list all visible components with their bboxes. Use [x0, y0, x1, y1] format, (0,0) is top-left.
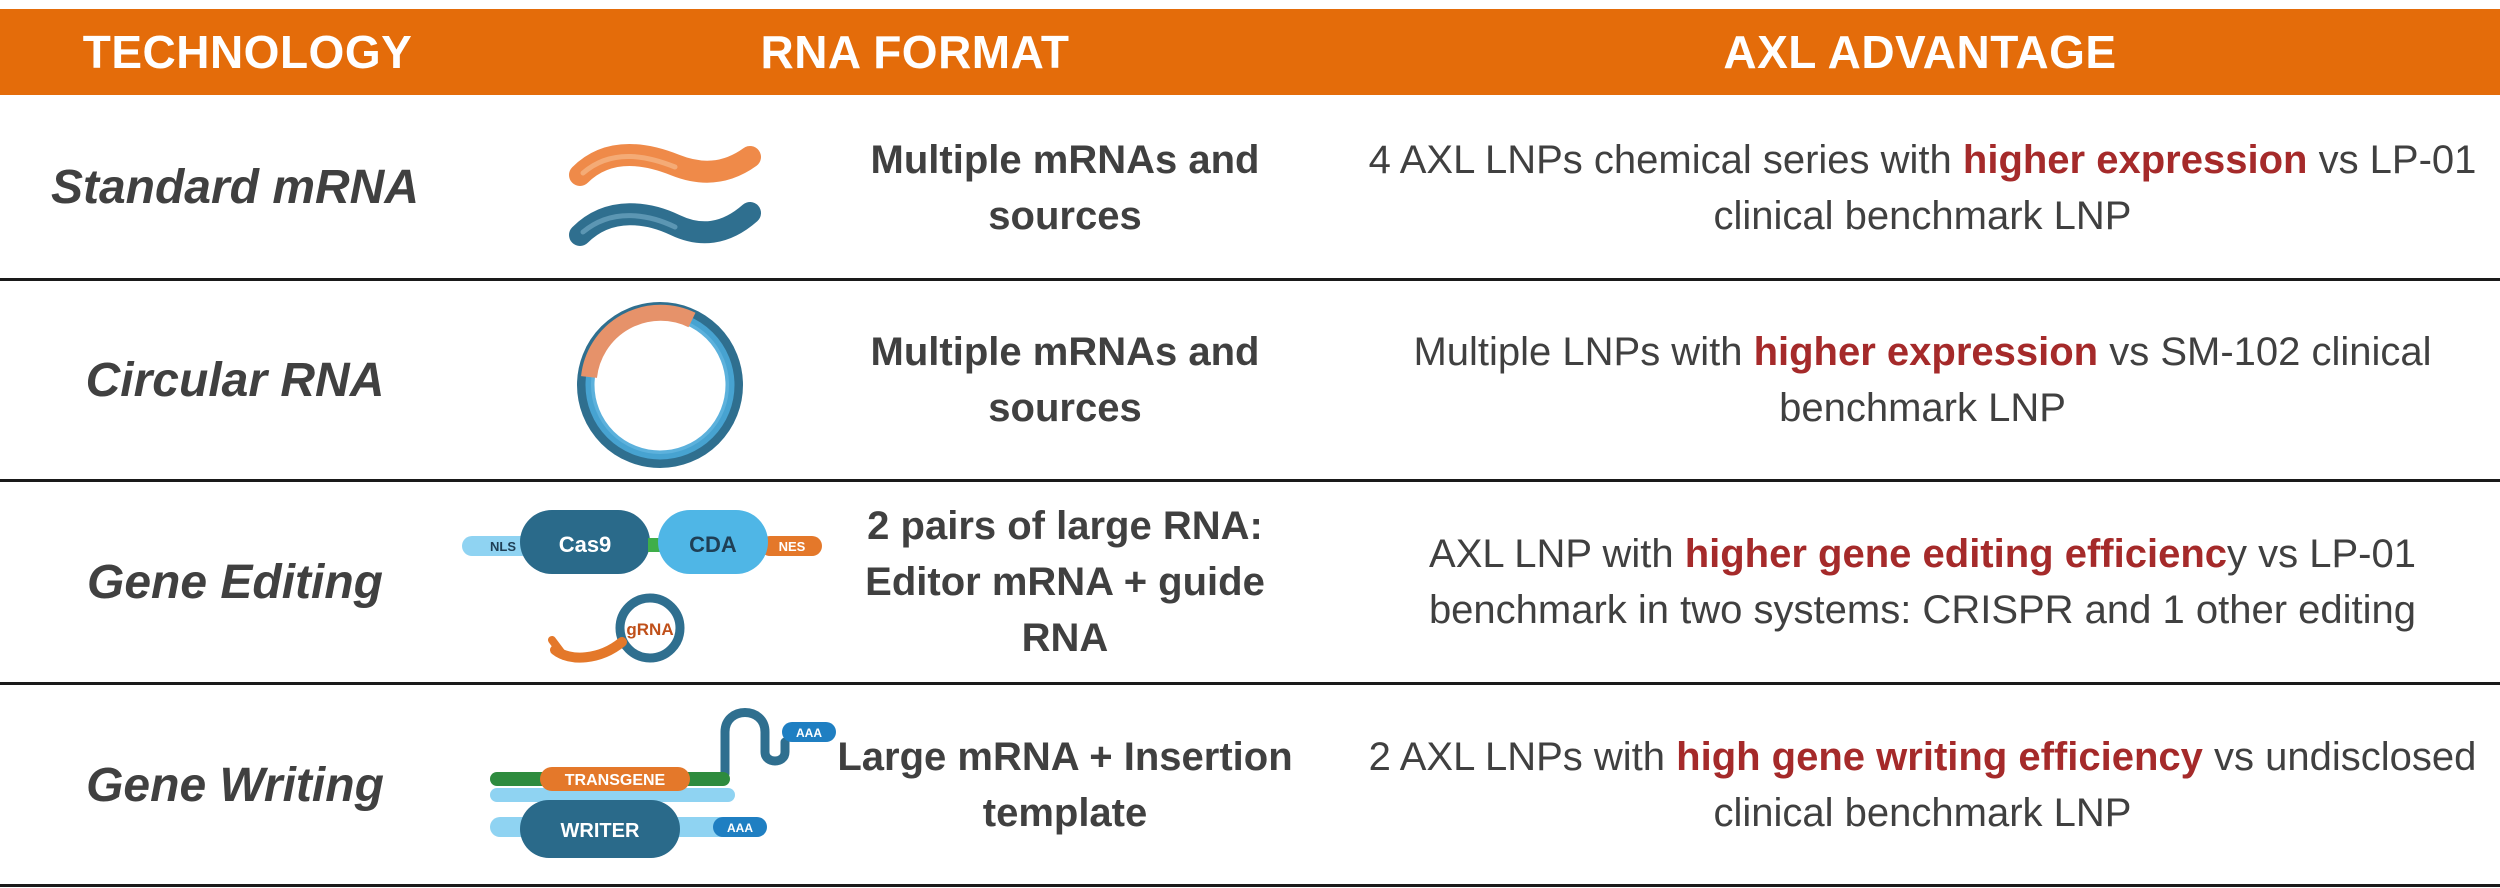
format-standard-mrna: Multiple mRNAs and sources [870, 137, 1260, 238]
nls-label: NLS [490, 539, 516, 554]
technology-gene-writing: Gene Writing [86, 758, 384, 812]
format-circular-rna: Multiple mRNAs and sources [870, 330, 1260, 430]
technology-circular-rna: Circular RNA [85, 353, 385, 407]
mrna-strands-icon [569, 144, 761, 246]
format-gene-writing: Large mRNA + Insertion template [837, 735, 1293, 835]
row-divider [0, 479, 2500, 482]
aaa-bottom-label: AAA [727, 821, 753, 835]
advantage-text: 4 AXL LNPs chemical series with [1368, 137, 1963, 182]
advantage-text: vs SM-102 clinical benchmark LNP [1779, 330, 2432, 430]
technology-gene-editing: Gene Editing [86, 555, 383, 609]
advantage-standard-mrna: 4 AXL LNPs chemical series with higher e… [1345, 95, 2500, 280]
advantage-text: y vs LP-01 benchmark in two systems: CRI… [1428, 532, 2417, 632]
circular-rna-icon [577, 302, 743, 468]
row-divider [0, 682, 2500, 685]
advantage-highlight: high gene writing efficiency [1676, 735, 2203, 779]
header-axl-advantage: AXL ADVANTAGE [1723, 26, 2117, 78]
technology-standard-mrna: Standard mRNA [50, 161, 420, 214]
row-divider [0, 884, 2500, 887]
writer-label: WRITER [561, 820, 640, 842]
gene-editor-icon: NLS Cas9 NES CDA gRNA [462, 510, 822, 663]
advantage-text: AXL LNP with [1429, 532, 1685, 576]
advantage-circular-rna: Multiple LNPs with higher expression vs … [1345, 281, 2500, 479]
advantage-highlight: higher expression [1753, 330, 2099, 374]
advantage-text: Multiple LNPs with [1413, 330, 1754, 374]
advantage-highlight: higher expression [1962, 137, 2308, 182]
format-gene-editing: 2 pairs of large RNA: Editor mRNA + guid… [865, 504, 1265, 660]
aaa-top-label: AAA [796, 726, 822, 740]
advantage-gene-writing: 2 AXL LNPs with high gene writing effici… [1345, 685, 2500, 885]
advantage-text: vs undisclosed clinical benchmark LNP [1713, 735, 2477, 835]
transgene-label: TRANSGENE [565, 772, 666, 789]
row-divider [0, 278, 2500, 281]
cas9-label: Cas9 [559, 532, 612, 557]
cda-label: CDA [689, 532, 737, 557]
gene-writer-icon: AAA TRANSGENE WRITER AAA [490, 708, 836, 858]
advantage-text: 2 AXL LNPs with [1368, 735, 1677, 779]
advantage-highlight: higher gene editing efficienc [1684, 532, 2228, 576]
nes-label: NES [779, 539, 806, 554]
advantage-gene-editing: AXL LNP with higher gene editing efficie… [1345, 482, 2500, 682]
advantage-text: vs LP-01 clinical benchmark LNP [1713, 137, 2477, 238]
header-rna-format: RNA FORMAT [760, 26, 1070, 78]
grna-label: gRNA [626, 620, 673, 639]
table-header: TECHNOLOGY RNA FORMAT AXL ADVANTAGE [0, 9, 2500, 95]
header-technology: TECHNOLOGY [82, 26, 413, 78]
